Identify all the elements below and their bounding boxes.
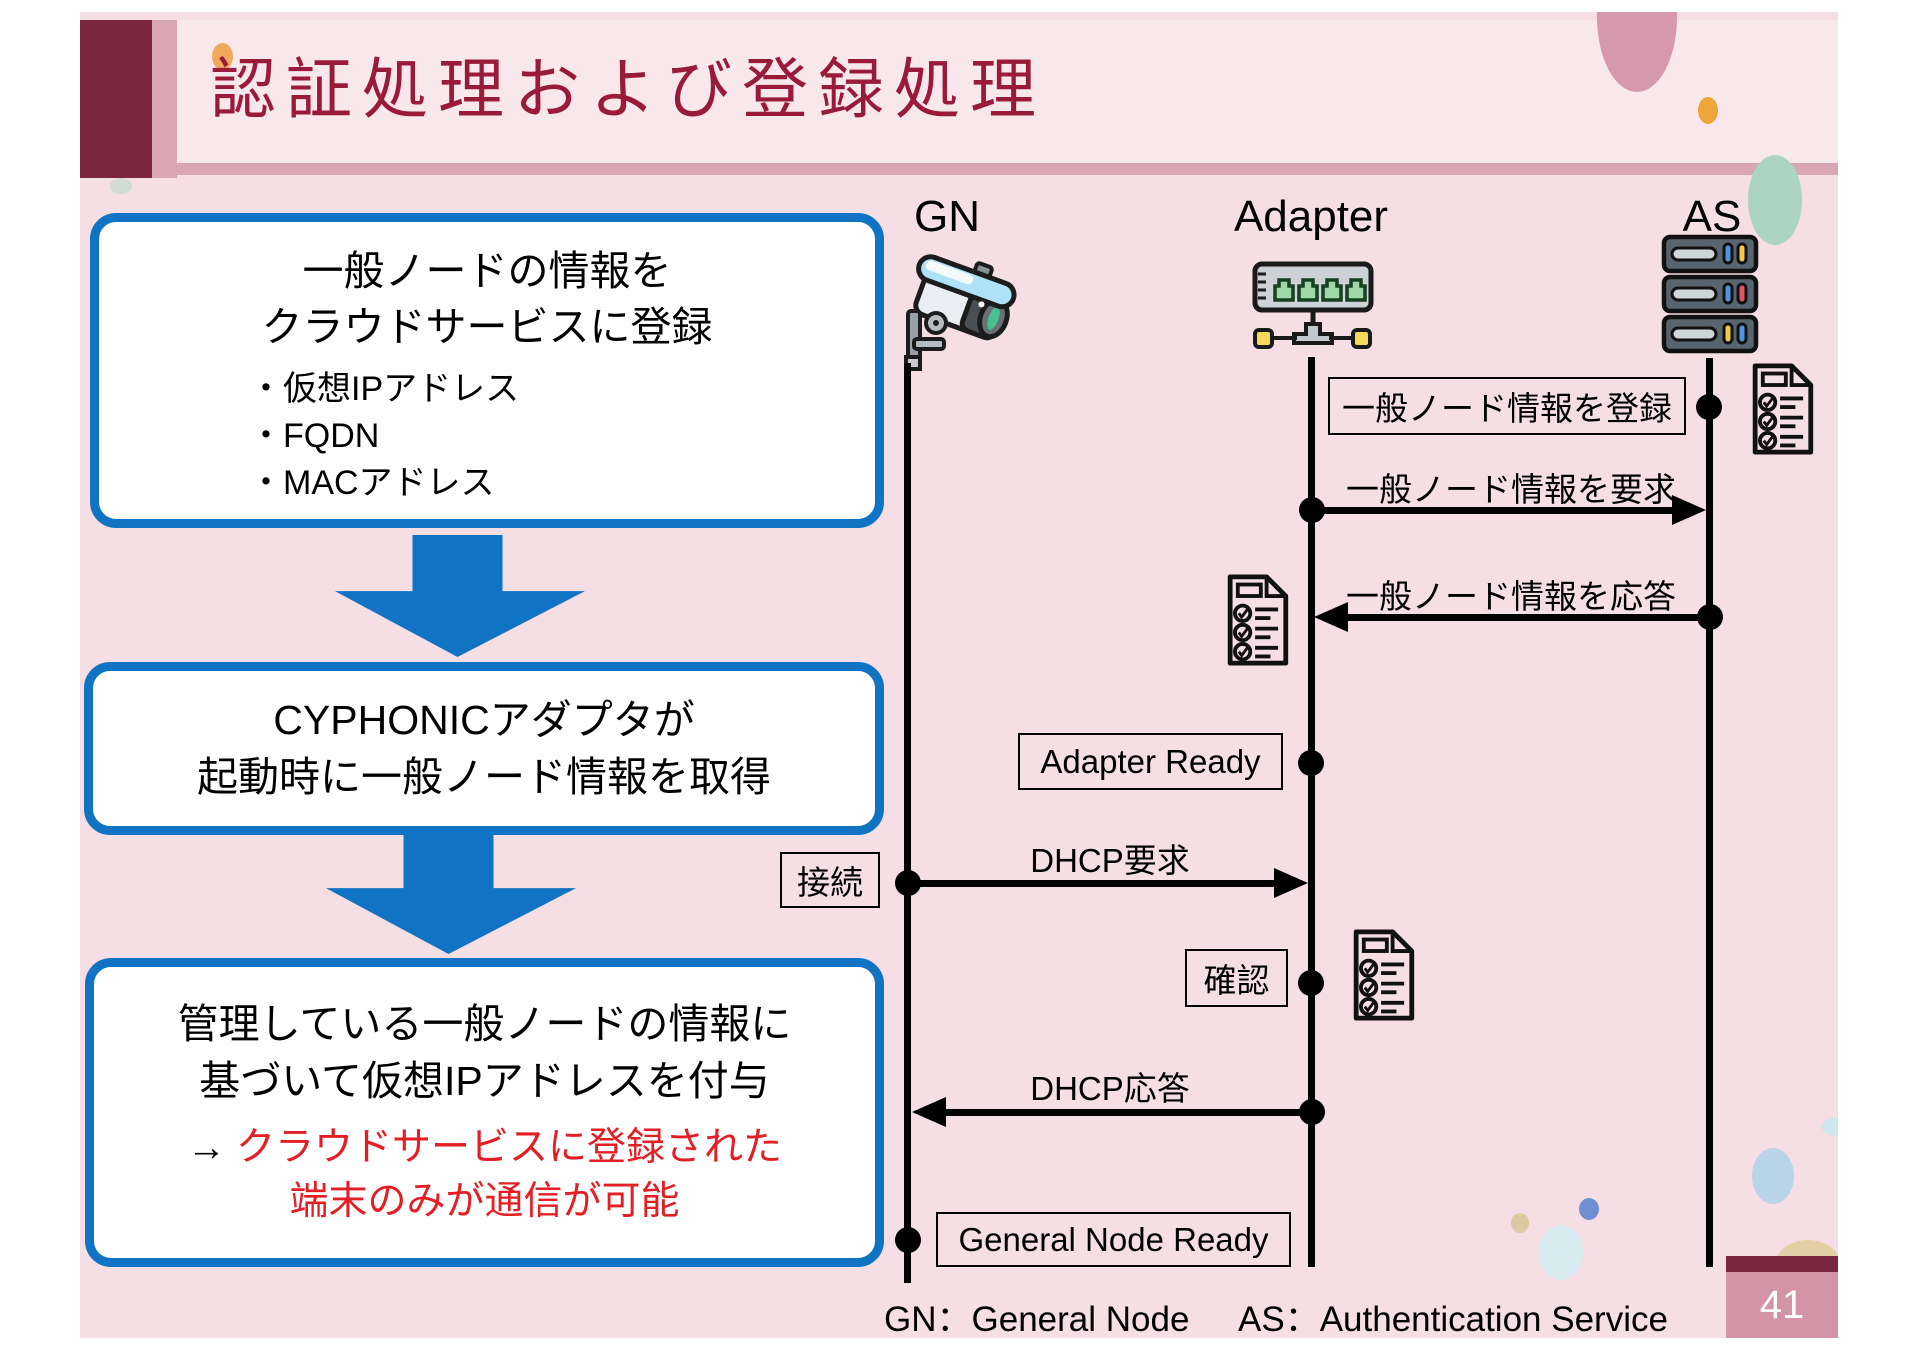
slide: 認証処理および登録処理 一般ノードの情報を クラウドサービスに登録 ・仮想IPア… bbox=[80, 12, 1838, 1338]
decor-ellipse-teal bbox=[1748, 155, 1802, 245]
connect-box: 接続 bbox=[780, 852, 880, 908]
server-rack-icon bbox=[1661, 234, 1759, 354]
message-request-arrowhead bbox=[1672, 495, 1706, 525]
message-register-box: 一般ノード情報を登録 bbox=[1328, 377, 1686, 435]
actor-label-gn: GN bbox=[914, 192, 980, 241]
checklist-document-icon bbox=[1353, 929, 1415, 1021]
banner-shadow-bottom bbox=[177, 163, 1838, 175]
message-response-arrowhead bbox=[1314, 602, 1348, 632]
message-register-label: 一般ノード情報を登録 bbox=[1342, 390, 1672, 427]
flow-box-assign-vip: 管理している一般ノードの情報に 基づいて仮想IPアドレスを付与 → クラウドサー… bbox=[85, 958, 884, 1267]
general-node-ready-dot bbox=[895, 1227, 921, 1253]
dhcp-response-line bbox=[942, 1109, 1312, 1116]
slide-title: 認証処理および登録処理 bbox=[210, 52, 1046, 126]
bullet-mac: ・MACアドレス bbox=[249, 463, 495, 502]
adapter-lifeline bbox=[1308, 357, 1315, 1267]
dhcp-response-origin-dot bbox=[1299, 1099, 1325, 1125]
flow-box1-line1: 一般ノードの情報を bbox=[302, 247, 672, 294]
checklist-document-icon bbox=[1227, 574, 1289, 666]
gn-lifeline bbox=[904, 363, 911, 1283]
adapter-ready-dot bbox=[1298, 750, 1324, 776]
as-lifeline bbox=[1706, 358, 1713, 1267]
page-number-badge: 41 bbox=[1726, 1272, 1838, 1338]
dhcp-request-label: DHCP要求 bbox=[1030, 842, 1190, 879]
page-badge-top-strip bbox=[1726, 1256, 1838, 1272]
bullet-fqdn: ・FQDN bbox=[249, 416, 380, 455]
flow-box2-line2: 起動時に一般ノード情報を取得 bbox=[197, 753, 771, 800]
decor-dot-blue bbox=[1579, 1198, 1599, 1220]
flow-box3-red2: 端末のみが通信が可能 bbox=[289, 1180, 680, 1224]
title-accent-bar bbox=[80, 20, 152, 178]
down-arrow-icon-1 bbox=[335, 535, 585, 657]
decor-ellipse-lightblue bbox=[1752, 1148, 1794, 1204]
register-junction-dot bbox=[1696, 394, 1722, 420]
dhcp-response-label: DHCP応答 bbox=[1030, 1070, 1190, 1107]
flow-box3-line2: 基づいて仮想IPアドレスを付与 bbox=[199, 1057, 770, 1104]
legend-gn: GN：General Node bbox=[884, 1300, 1190, 1338]
decor-dot-beige-small bbox=[1511, 1213, 1529, 1233]
flow-box1-bullets: ・仮想IPアドレス ・FQDN ・MACアドレス bbox=[99, 366, 519, 507]
dhcp-request-line bbox=[908, 880, 1282, 887]
down-arrow-icon-2 bbox=[326, 832, 576, 954]
confirm-dot bbox=[1298, 970, 1324, 996]
general-node-ready-box: General Node Ready bbox=[936, 1212, 1291, 1267]
message-request-line bbox=[1312, 507, 1680, 514]
title-banner bbox=[177, 20, 1838, 163]
actor-label-adapter: Adapter bbox=[1233, 192, 1389, 241]
decor-dot-paleblue bbox=[1539, 1225, 1583, 1280]
network-switch-icon bbox=[1252, 261, 1374, 349]
message-response-origin-dot bbox=[1697, 604, 1723, 630]
bullet-virtual-ip: ・仮想IPアドレス bbox=[249, 369, 520, 408]
message-request-label: 一般ノード情報を要求 bbox=[1346, 471, 1676, 508]
decor-dot-gray bbox=[110, 178, 132, 194]
decor-dot-paleblue-edge bbox=[1822, 1118, 1838, 1136]
flow-box3-arrow: → bbox=[186, 1126, 226, 1170]
flow-box1-line2: クラウドサービスに登録 bbox=[261, 304, 713, 351]
checklist-document-icon bbox=[1752, 363, 1814, 455]
message-response-label: 一般ノード情報を応答 bbox=[1346, 578, 1676, 615]
flow-box-adapter-acquire: CYPHONICアダプタが 起動時に一般ノード情報を取得 bbox=[84, 662, 884, 835]
general-node-ready-label: General Node Ready bbox=[958, 1220, 1269, 1258]
confirm-label: 確認 bbox=[1203, 962, 1270, 999]
message-response-line bbox=[1344, 614, 1710, 621]
adapter-ready-label: Adapter Ready bbox=[1040, 742, 1261, 780]
flow-box-register-info: 一般ノードの情報を クラウドサービスに登録 ・仮想IPアドレス ・FQDN ・M… bbox=[90, 213, 884, 528]
dhcp-request-arrowhead bbox=[1274, 868, 1308, 898]
dhcp-request-origin-dot bbox=[895, 870, 921, 896]
actor-label-as: AS bbox=[1682, 192, 1742, 241]
decor-dot-orange-top bbox=[1698, 97, 1718, 124]
legend-as: AS：Authentication Service bbox=[1238, 1300, 1668, 1338]
security-camera-icon bbox=[904, 254, 1017, 371]
dhcp-response-arrowhead bbox=[912, 1097, 946, 1127]
adapter-ready-box: Adapter Ready bbox=[1018, 733, 1283, 790]
flow-box3-red1: クラウドサービスに登録された bbox=[235, 1126, 782, 1170]
message-request-origin-dot bbox=[1299, 497, 1325, 523]
confirm-box: 確認 bbox=[1185, 949, 1288, 1007]
decor-dot-orange-title bbox=[212, 43, 233, 70]
flow-box2-line1: CYPHONICアダプタが bbox=[273, 696, 695, 743]
page-number: 41 bbox=[1759, 1282, 1805, 1327]
flow-box3-line1: 管理している一般ノードの情報に bbox=[177, 1001, 792, 1048]
connect-label: 接続 bbox=[797, 864, 863, 901]
banner-shadow-left bbox=[152, 20, 177, 178]
